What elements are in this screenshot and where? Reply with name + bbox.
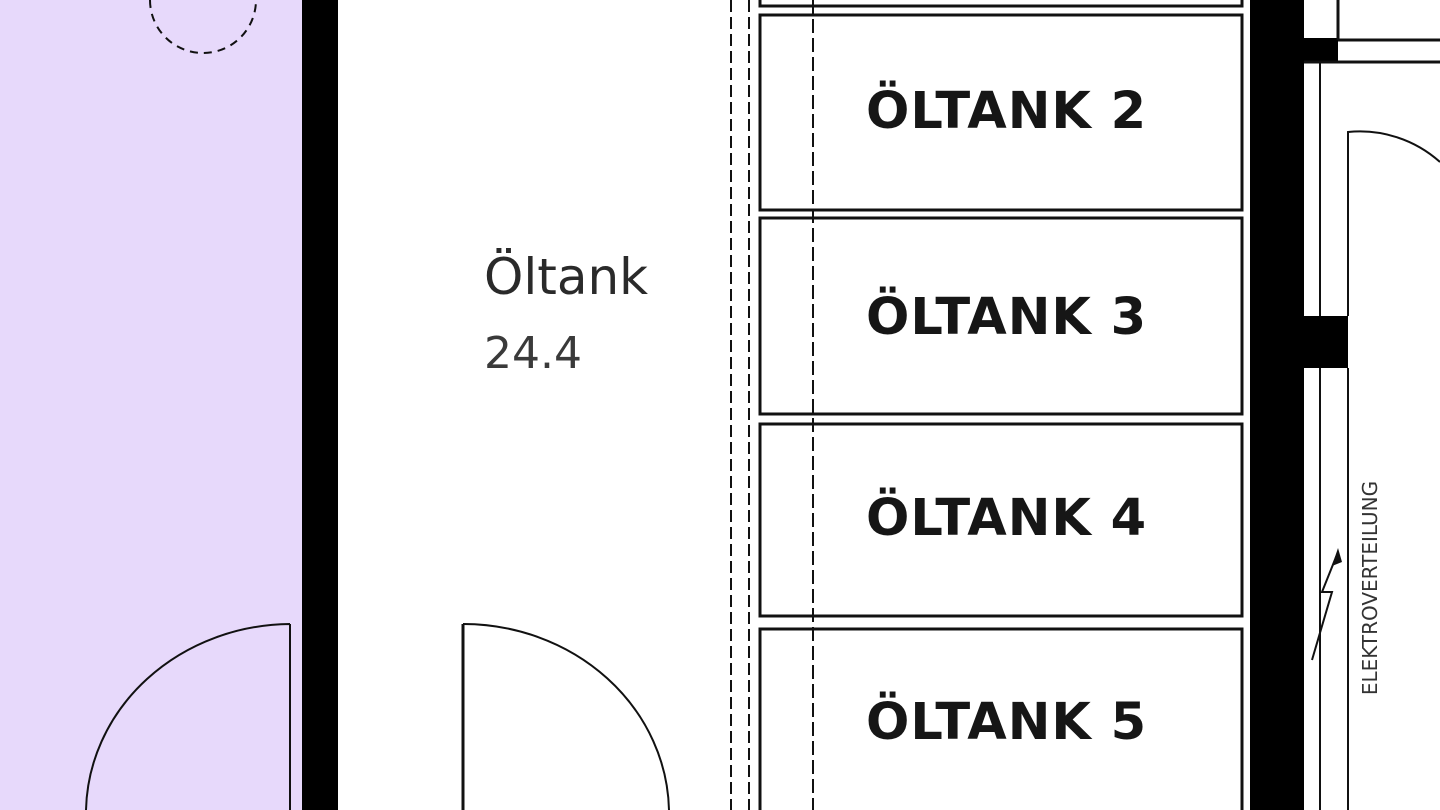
tank-4-outline	[758, 422, 1244, 618]
dashed-arc-top	[149, 0, 257, 54]
wall-left	[302, 0, 338, 810]
tank-label-3: ÖLTANK 3	[866, 288, 1148, 347]
door-swing-left	[85, 623, 291, 810]
room-name-label: Öltank	[484, 248, 649, 306]
tank-label-5: ÖLTANK 5	[866, 693, 1148, 752]
lightning-arrow-icon	[1332, 548, 1342, 566]
tank-5-outline	[758, 627, 1244, 810]
wall-stub-top	[1304, 38, 1338, 62]
neighbor-room-fill	[0, 0, 302, 810]
door-swing-far-right	[1347, 130, 1440, 316]
wall-stub-middle	[1304, 316, 1348, 368]
lightning-icon	[1311, 551, 1339, 661]
tank-label-2: ÖLTANK 2	[866, 82, 1148, 141]
door-swing-right	[462, 623, 670, 810]
tank-1-outline	[758, 0, 1244, 8]
room-area-label: 24.4	[484, 328, 582, 379]
tank-2-outline	[758, 13, 1244, 212]
tank-3-outline	[758, 216, 1244, 416]
wall-right	[1250, 0, 1304, 810]
electrical-distribution-label: ELEKTROVERTEILUNG	[1358, 480, 1382, 696]
tank-label-4: ÖLTANK 4	[866, 489, 1148, 548]
